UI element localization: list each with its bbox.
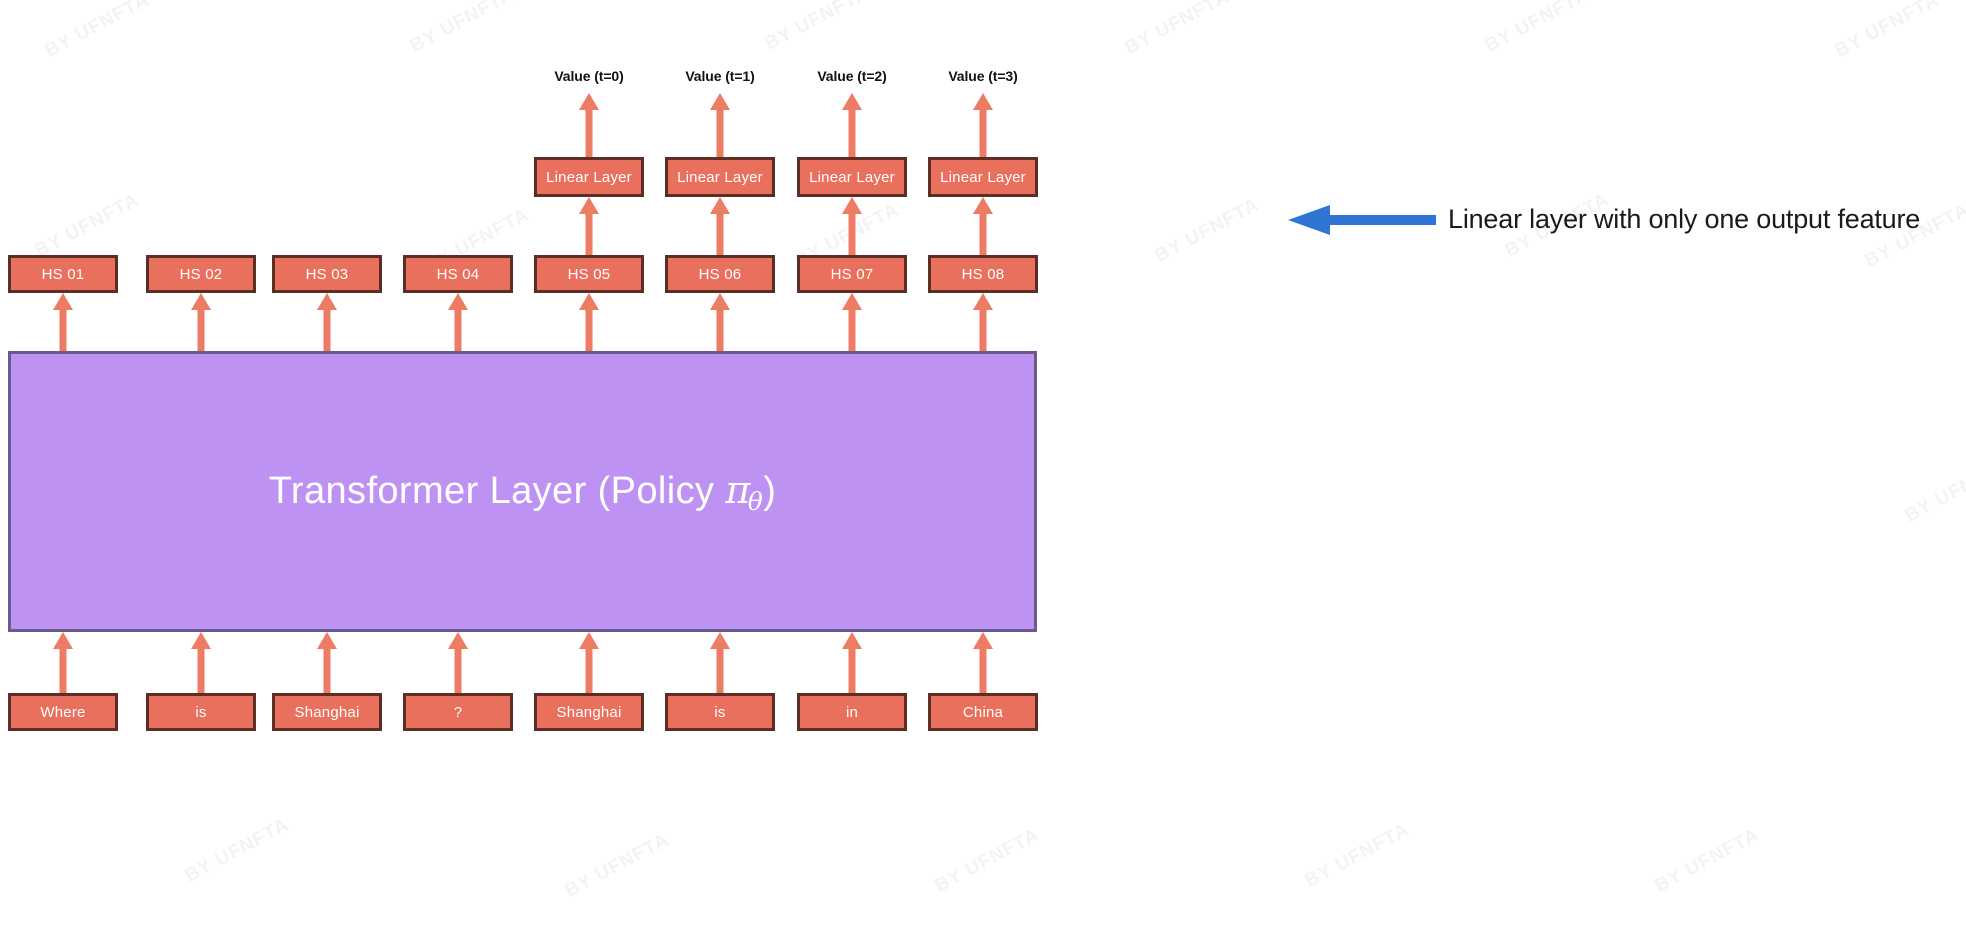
arrow-hs-to-linear-3 bbox=[841, 197, 863, 255]
token-box-5: Shanghai bbox=[534, 693, 644, 731]
token-box-8: China bbox=[928, 693, 1038, 731]
arrow-token-to-transformer-4 bbox=[447, 632, 469, 693]
annotation-label: Linear layer with only one output featur… bbox=[1448, 204, 1921, 234]
value-label-2: Value (t=2) bbox=[817, 68, 887, 84]
linear-layer-box-2-label: Linear Layer bbox=[677, 168, 763, 186]
watermark: BY UFNFTA bbox=[1121, 0, 1233, 59]
arrow-token-to-transformer-8 bbox=[972, 632, 994, 693]
hidden-state-box-7: HS 07 bbox=[797, 255, 907, 293]
arrow-transformer-to-hs-6 bbox=[709, 293, 731, 351]
watermark: BY UFNFTA bbox=[41, 0, 153, 62]
hidden-state-box-6-label: HS 06 bbox=[698, 265, 742, 283]
pi-symbol: π bbox=[725, 467, 751, 512]
arrow-transformer-to-hs-4 bbox=[447, 293, 469, 351]
arrow-transformer-to-hs-5 bbox=[578, 293, 600, 351]
value-label-0: Value (t=0) bbox=[554, 68, 624, 84]
hidden-state-box-4: HS 04 bbox=[403, 255, 513, 293]
hidden-state-box-1-label: HS 01 bbox=[41, 265, 85, 283]
hidden-state-box-2: HS 02 bbox=[146, 255, 256, 293]
arrow-transformer-to-hs-8 bbox=[972, 293, 994, 351]
hidden-state-box-3-label: HS 03 bbox=[305, 265, 349, 283]
token-box-1-label: Where bbox=[40, 703, 86, 721]
arrow-linear-to-value-1 bbox=[578, 93, 600, 157]
hidden-state-box-6: HS 06 bbox=[665, 255, 775, 293]
annotation-arrow bbox=[1288, 205, 1436, 235]
watermark: BY UFNFTA bbox=[561, 829, 673, 902]
linear-layer-box-3: Linear Layer bbox=[797, 157, 907, 197]
hidden-state-box-8-label: HS 08 bbox=[961, 265, 1005, 283]
hidden-state-box-2-label: HS 02 bbox=[179, 265, 223, 283]
watermark: BY UFNFTA bbox=[931, 824, 1043, 897]
hidden-state-box-7-label: HS 07 bbox=[830, 265, 874, 283]
linear-layer-box-1-label: Linear Layer bbox=[546, 168, 632, 186]
watermark: BY UFNFTA bbox=[406, 0, 518, 57]
watermark: BY UFNFTA bbox=[31, 189, 143, 262]
arrow-token-to-transformer-6 bbox=[709, 632, 731, 693]
token-box-2: is bbox=[146, 693, 256, 731]
linear-layer-box-3-label: Linear Layer bbox=[809, 168, 895, 186]
arrow-hs-to-linear-2 bbox=[709, 197, 731, 255]
token-box-7-label: in bbox=[845, 703, 859, 721]
value-label-1: Value (t=1) bbox=[685, 68, 755, 84]
hidden-state-box-5-label: HS 05 bbox=[567, 265, 611, 283]
linear-layer-box-4: Linear Layer bbox=[928, 157, 1038, 197]
arrow-token-to-transformer-2 bbox=[190, 632, 212, 693]
transformer-label-prefix: Transformer Layer (Policy bbox=[268, 469, 726, 512]
hidden-state-box-4-label: HS 04 bbox=[436, 265, 480, 283]
watermark: BY UFNFTA bbox=[761, 0, 873, 55]
arrow-token-to-transformer-3 bbox=[316, 632, 338, 693]
watermark: BY UFNFTA bbox=[1901, 454, 1966, 527]
arrow-token-to-transformer-5 bbox=[578, 632, 600, 693]
hidden-state-box-5: HS 05 bbox=[534, 255, 644, 293]
transformer-layer-label: Transformer Layer (Policy πθ) bbox=[269, 468, 777, 516]
watermark: BY UFNFTA bbox=[1301, 819, 1413, 892]
transformer-layer-block: Transformer Layer (Policy πθ) bbox=[8, 351, 1037, 632]
watermark: BY UFNFTA bbox=[1151, 194, 1263, 267]
token-box-3-label: Shanghai bbox=[294, 703, 360, 721]
arrow-token-to-transformer-7 bbox=[841, 632, 863, 693]
hidden-state-box-1: HS 01 bbox=[8, 255, 118, 293]
arrow-transformer-to-hs-2 bbox=[190, 293, 212, 351]
token-box-4-label: ? bbox=[453, 703, 463, 721]
watermark: BY UFNFTA bbox=[1481, 0, 1593, 57]
token-box-3: Shanghai bbox=[272, 693, 382, 731]
watermark: BY UFNFTA bbox=[1831, 0, 1943, 62]
arrow-linear-to-value-2 bbox=[709, 93, 731, 157]
token-box-4: ? bbox=[403, 693, 513, 731]
transformer-label-suffix: ) bbox=[763, 469, 777, 512]
arrow-linear-to-value-4 bbox=[972, 93, 994, 157]
linear-layer-box-1: Linear Layer bbox=[534, 157, 644, 197]
token-box-6: is bbox=[665, 693, 775, 731]
token-box-5-label: Shanghai bbox=[556, 703, 622, 721]
watermark: BY UFNFTA bbox=[1651, 824, 1763, 897]
arrow-hs-to-linear-4 bbox=[972, 197, 994, 255]
token-box-1: Where bbox=[8, 693, 118, 731]
value-label-3: Value (t=3) bbox=[948, 68, 1018, 84]
arrow-hs-to-linear-1 bbox=[578, 197, 600, 255]
theta-subscript: θ bbox=[747, 486, 764, 516]
hidden-state-box-3: HS 03 bbox=[272, 255, 382, 293]
arrow-linear-to-value-3 bbox=[841, 93, 863, 157]
linear-layer-box-4-label: Linear Layer bbox=[940, 168, 1026, 186]
arrow-transformer-to-hs-3 bbox=[316, 293, 338, 351]
token-box-2-label: is bbox=[195, 703, 207, 721]
arrow-transformer-to-hs-7 bbox=[841, 293, 863, 351]
linear-layer-box-2: Linear Layer bbox=[665, 157, 775, 197]
hidden-state-box-8: HS 08 bbox=[928, 255, 1038, 293]
token-box-7: in bbox=[797, 693, 907, 731]
arrow-token-to-transformer-1 bbox=[52, 632, 74, 693]
token-box-8-label: China bbox=[962, 703, 1004, 721]
arrow-transformer-to-hs-1 bbox=[52, 293, 74, 351]
watermark: BY UFNFTA bbox=[181, 814, 293, 887]
token-box-6-label: is bbox=[714, 703, 726, 721]
